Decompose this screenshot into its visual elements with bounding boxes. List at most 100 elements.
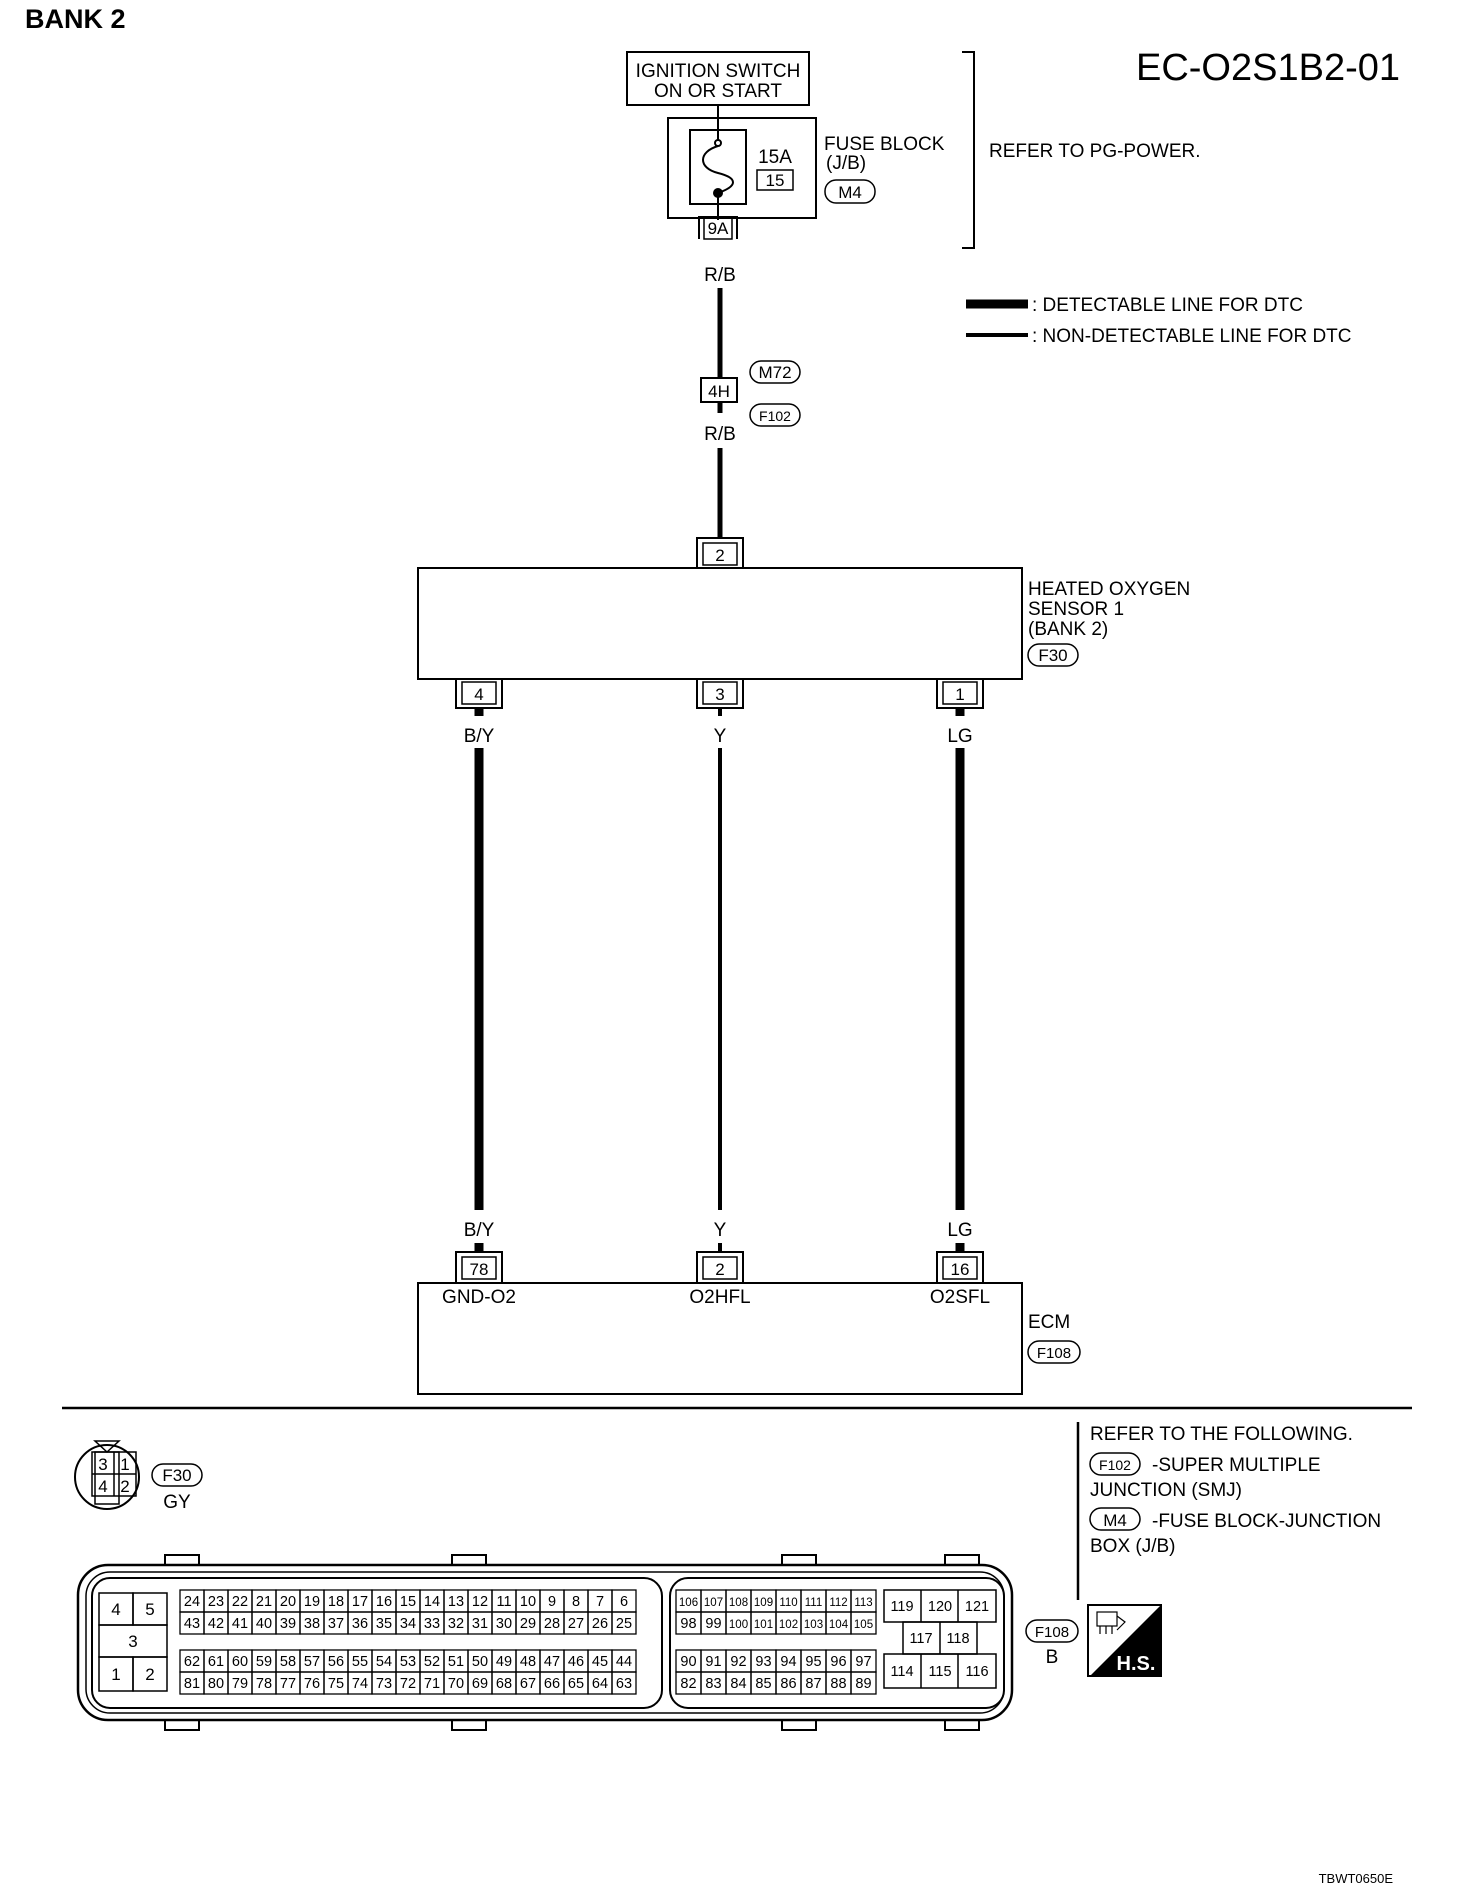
f108-pin-13: 13 <box>448 1594 464 1610</box>
f108-pin-49: 49 <box>496 1654 512 1670</box>
f108-pin-7: 7 <box>596 1594 604 1610</box>
f30-pin-2: 2 <box>120 1477 129 1496</box>
f108-pin-114: 114 <box>890 1664 913 1680</box>
f108-pin-39: 39 <box>280 1616 296 1632</box>
f108-pin-26: 26 <box>592 1616 608 1632</box>
joint-lower-connector: F102 <box>759 408 791 424</box>
f108-pin-15: 15 <box>400 1594 416 1610</box>
f108-pin-5: 5 <box>145 1600 154 1619</box>
f108-pin-69: 69 <box>472 1676 488 1692</box>
f108-pin-97: 97 <box>855 1654 871 1670</box>
f108-pin-116: 116 <box>965 1664 988 1680</box>
ecm-connector-badge: F108 <box>1027 1340 1081 1364</box>
refer-item1-line2: JUNCTION (SMJ) <box>1090 1480 1242 1501</box>
f108-pin-63: 63 <box>616 1676 632 1692</box>
f108-pin-87: 87 <box>805 1676 821 1692</box>
f108-pin-34: 34 <box>400 1616 416 1632</box>
f108-pin-6: 6 <box>620 1594 628 1610</box>
f108-pin-107: 107 <box>704 1597 723 1609</box>
sensor-pin-1: 1 <box>936 679 984 709</box>
f108-left-block: 4 5 3 1 2 <box>98 1592 168 1692</box>
f108-pin-50: 50 <box>472 1654 488 1670</box>
f108-pin-41: 41 <box>232 1616 248 1632</box>
terminal-9a: 9A <box>698 216 738 240</box>
f108-pin-28: 28 <box>544 1616 560 1632</box>
f108-pin-72: 72 <box>400 1676 416 1692</box>
legend-detectable: : DETECTABLE LINE FOR DTC <box>1032 295 1303 316</box>
f108-pin-17: 17 <box>352 1594 368 1610</box>
f108-pin-84: 84 <box>730 1676 746 1692</box>
sensor-connector-badge: F30 <box>1027 643 1079 667</box>
f108-pin-78: 78 <box>256 1676 272 1692</box>
f30-pin-1: 1 <box>120 1455 129 1474</box>
f108-pin-51: 51 <box>448 1654 464 1670</box>
f108-pin-25-cell <box>611 1611 637 1635</box>
sensor-pin-3: 3 <box>696 679 744 709</box>
f108-pin-90: 90 <box>680 1654 696 1670</box>
f108-pin-75: 75 <box>328 1676 344 1692</box>
legend-non-detectable: : NON-DETECTABLE LINE FOR DTC <box>1032 326 1352 347</box>
f108-pin-79: 79 <box>232 1676 248 1692</box>
f108-pin-53: 53 <box>400 1654 416 1670</box>
f30-view-badge: F30 <box>151 1463 203 1487</box>
f108-pin-99: 99 <box>705 1616 721 1632</box>
f108-pin-25: 25 <box>616 1616 632 1632</box>
sensor-pin-top: 2 <box>715 546 724 565</box>
f108-pin-4: 4 <box>111 1600 120 1619</box>
joint-upper-badge: M72 <box>749 360 801 384</box>
f108-pin-42: 42 <box>208 1616 224 1632</box>
f108-pin-101: 101 <box>754 1619 773 1631</box>
f108-pin-121: 121 <box>965 1599 989 1615</box>
diagram-id: EC-O2S1B2-01 <box>1136 47 1400 89</box>
ecm-pin-2-label: 2 <box>715 1260 724 1279</box>
ecm-pin-3: 16 <box>951 1260 970 1279</box>
f108-pin-74: 74 <box>352 1676 368 1692</box>
f108-pin-23: 23 <box>208 1594 224 1610</box>
f108-pin-19: 19 <box>304 1594 320 1610</box>
joint-terminal: 4H <box>708 382 730 401</box>
f108-pin-86: 86 <box>780 1676 796 1692</box>
f108-pin-60: 60 <box>232 1654 248 1670</box>
sensor-pin-2: 2 <box>696 537 744 568</box>
harness-side-icon: H.S. <box>1087 1604 1162 1677</box>
f108-pin-55: 55 <box>352 1654 368 1670</box>
fuse-block-sub: (J/B) <box>826 153 866 174</box>
fuse-block-title: FUSE BLOCK <box>824 134 945 155</box>
sensor-label-2: SENSOR 1 <box>1028 599 1124 620</box>
f108-pin-108: 108 <box>729 1597 748 1609</box>
f30-connector-view: 3 1 4 2 <box>74 1440 140 1510</box>
f108-pin-110: 110 <box>779 1597 797 1609</box>
wire-color-power-top: R/B <box>704 265 736 286</box>
refer-power: REFER TO PG-POWER. <box>989 141 1201 162</box>
f30-pin-3: 3 <box>98 1455 107 1474</box>
f108-pin-113: 113 <box>854 1597 872 1609</box>
ignition-label-1: IGNITION SWITCH <box>636 61 801 82</box>
f108-view-badge: F108 <box>1025 1619 1079 1643</box>
f108-pin-1: 1 <box>111 1665 120 1684</box>
refer-item1-line1: -SUPER MULTIPLE <box>1152 1455 1321 1476</box>
f108-pin-12: 12 <box>472 1594 488 1610</box>
f108-pin-67: 67 <box>520 1676 536 1692</box>
f108-pin-31: 31 <box>472 1616 488 1632</box>
f108-view-color: B <box>1046 1647 1059 1668</box>
f108-pin-10: 10 <box>520 1594 536 1610</box>
sensor-label-3: (BANK 2) <box>1028 619 1108 640</box>
f108-pin-24: 24 <box>184 1594 200 1610</box>
f108-pin-81: 81 <box>184 1676 200 1692</box>
wire-color-signal-top: LG <box>947 726 972 747</box>
wire-color-heater-top: Y <box>714 726 727 747</box>
sensor-pin-bottom-1: 4 <box>474 685 483 704</box>
joint-connector-4h: 4H <box>700 377 738 403</box>
f108-pin-70: 70 <box>448 1676 464 1692</box>
ecm-pin-label-o2hfl: O2HFL <box>689 1287 750 1308</box>
f108-pin-37: 37 <box>328 1616 344 1632</box>
f108-pin-64: 64 <box>592 1676 608 1692</box>
f108-pin-58: 58 <box>280 1654 296 1670</box>
wire-color-gnd-bottom: B/Y <box>464 1220 495 1241</box>
f108-pin-68: 68 <box>496 1676 512 1692</box>
f108-pin-11: 11 <box>496 1594 511 1610</box>
f30-view-connector: F30 <box>162 1466 191 1485</box>
fuse-block-connector: M4 <box>838 183 862 202</box>
